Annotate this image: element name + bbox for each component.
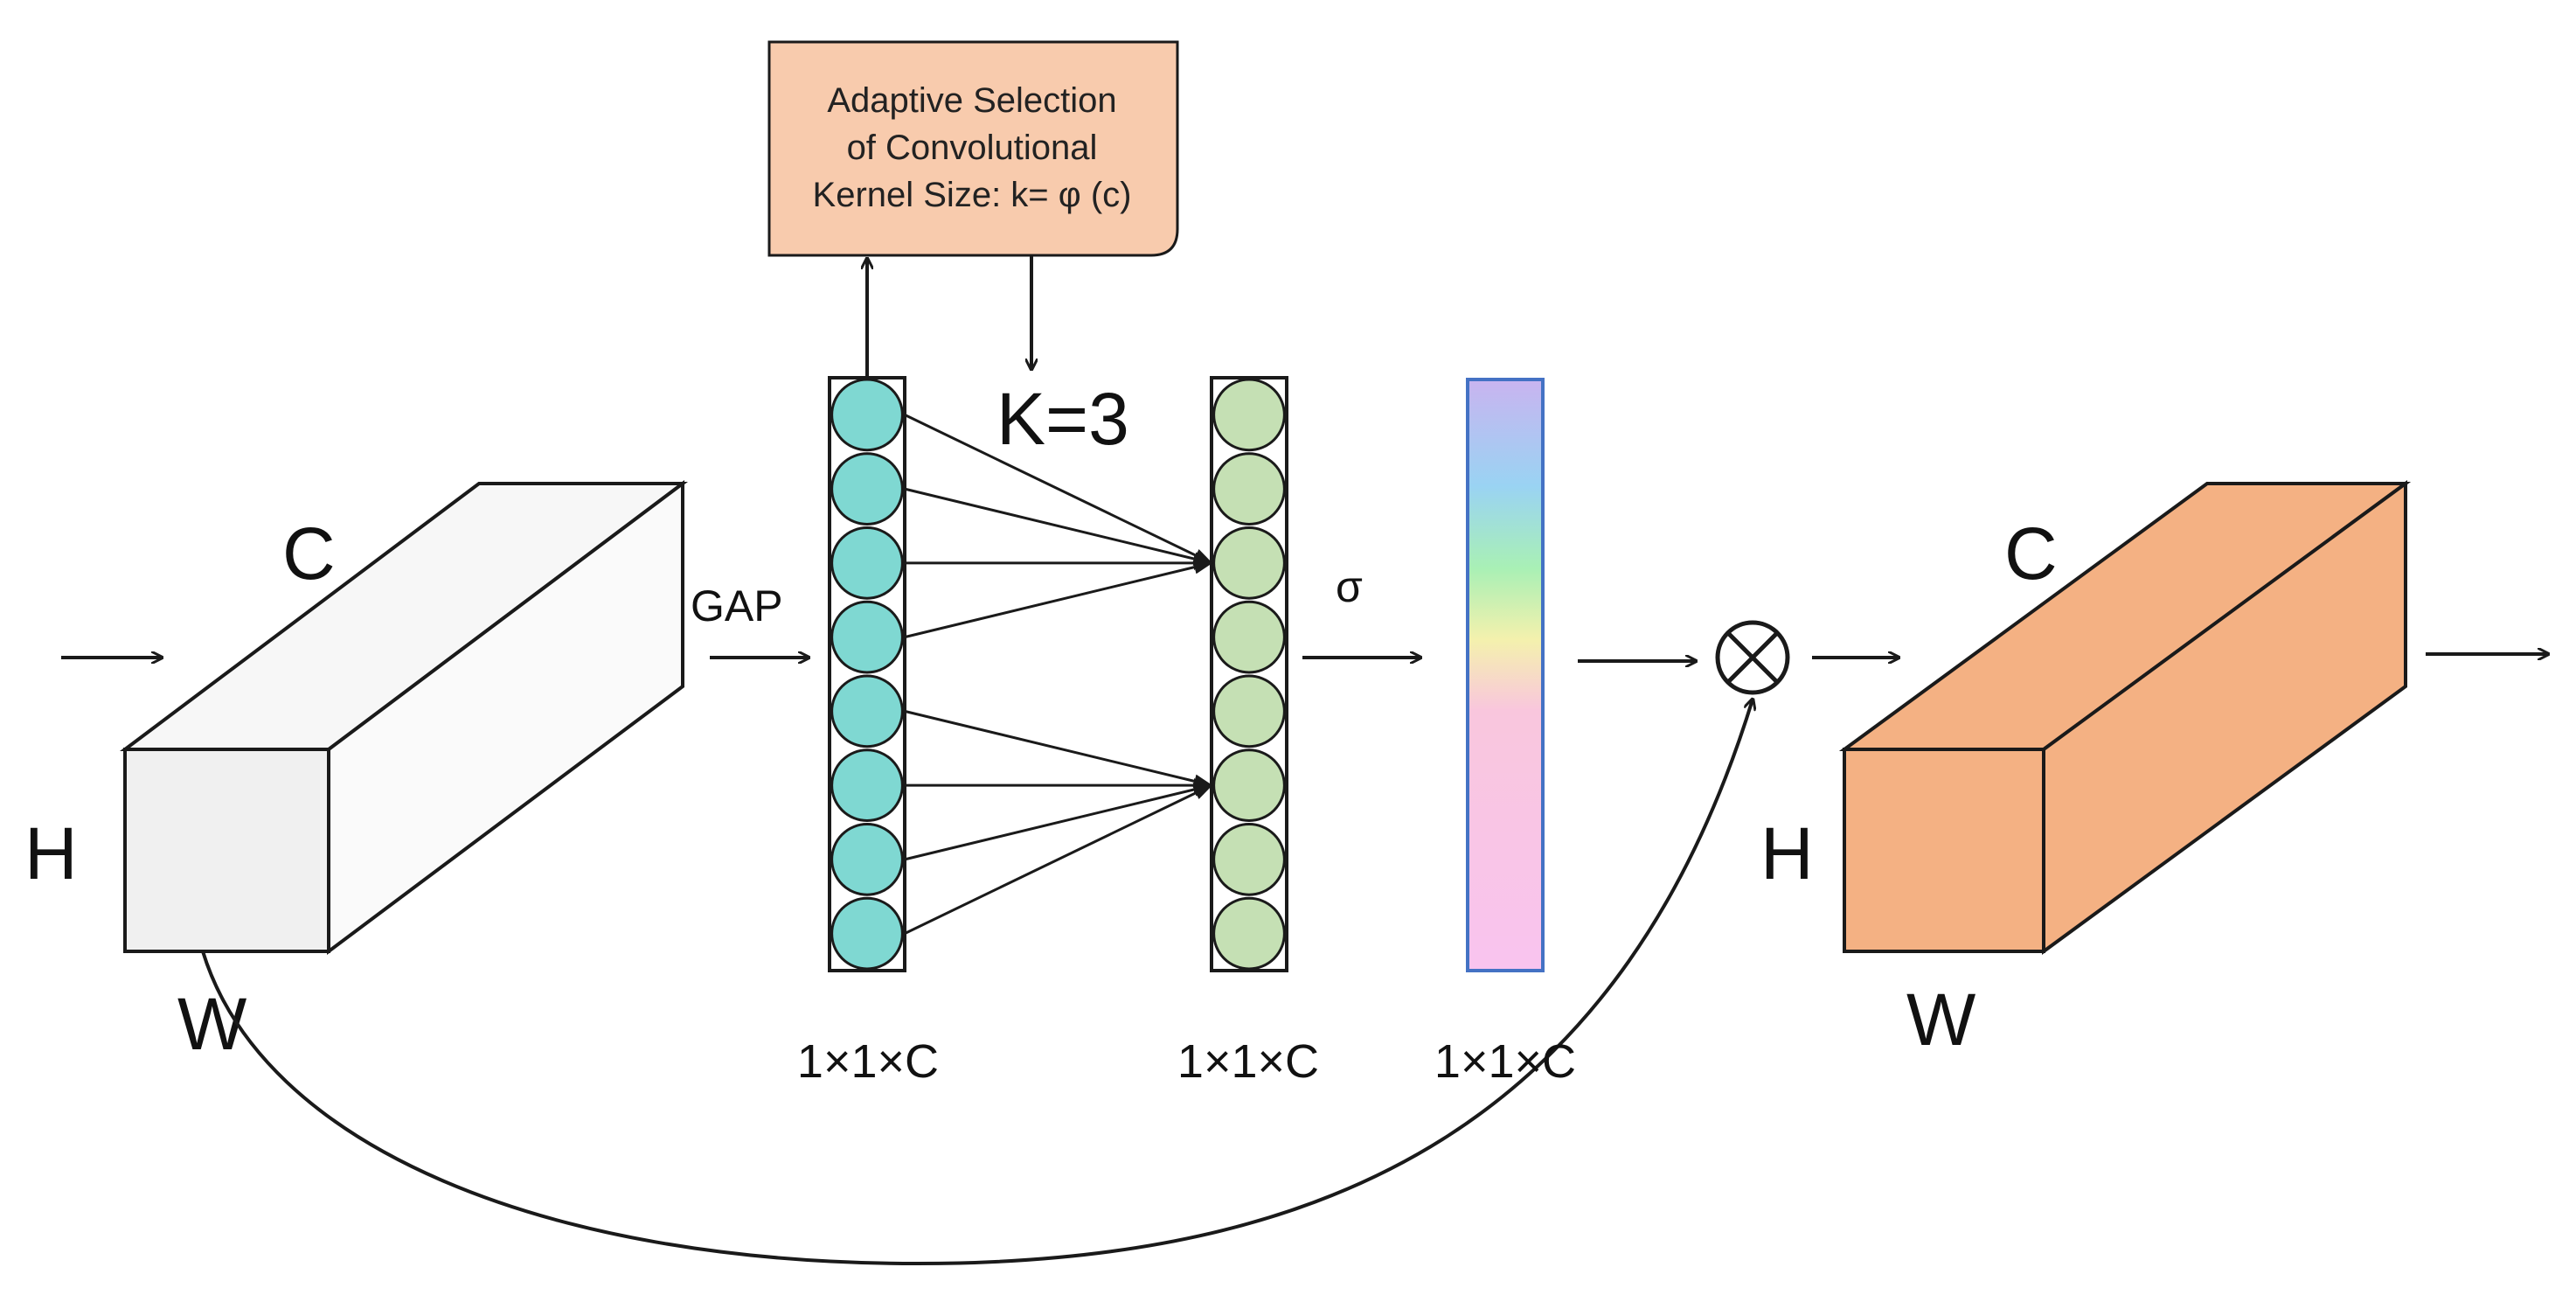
- conv-connection-2-3: [904, 783, 1213, 861]
- sigma-label: σ: [1336, 562, 1363, 611]
- gap-vector-cell-8: [830, 896, 904, 971]
- conv-vector-cell-2: [1212, 452, 1286, 526]
- output-tensor-front: [1843, 748, 2045, 953]
- selector-line-3: Kernel Size: k= φ (c): [813, 176, 1132, 214]
- conv-connection-1-1: [904, 414, 1213, 565]
- gap-vector-cell-2: [830, 452, 904, 526]
- conv-vector-cell-4: [1212, 600, 1286, 674]
- kernel-size-label: K=3: [996, 378, 1129, 460]
- conv-connection-1-4: [904, 560, 1213, 639]
- attention-bar-caption: 1×1×C: [1434, 1035, 1576, 1088]
- output-tensor: [1838, 480, 2412, 955]
- input-height-label: H: [24, 812, 78, 895]
- input-tensor: [120, 479, 688, 955]
- conv-vector: [1210, 376, 1288, 972]
- output-width-label: W: [1906, 978, 1975, 1061]
- conv-vector-cell-5: [1212, 674, 1286, 748]
- gap-vector-cell-6: [830, 748, 904, 822]
- conv-connection-2-4: [904, 783, 1213, 935]
- conv-vector-cells: [1212, 378, 1286, 971]
- multiply-operator: [1715, 620, 1790, 695]
- gap-vector-cell-4: [830, 600, 904, 674]
- gap-vector: [828, 376, 906, 972]
- conv-vector-caption: 1×1×C: [1177, 1035, 1319, 1088]
- conv1d-connections: [904, 414, 1213, 935]
- gap-vector-caption: 1×1×C: [797, 1035, 939, 1088]
- conv-vector-cell-3: [1212, 526, 1286, 600]
- input-channel-label: C: [282, 512, 336, 595]
- gap-vector-cell-3: [830, 526, 904, 600]
- gap-vector-cells: [830, 378, 904, 971]
- selector-line-1: Adaptive Selection: [827, 81, 1116, 120]
- selector-line-2: of Convolutional: [847, 129, 1098, 167]
- input-width-label: W: [177, 983, 246, 1065]
- selector-box: [767, 40, 1179, 257]
- skip-connection-curve: [201, 700, 1753, 1266]
- gap-label: GAP: [691, 581, 783, 630]
- output-channel-label: C: [2004, 512, 2058, 595]
- conv-vector-cell-8: [1212, 896, 1286, 971]
- conv-vector-cell-1: [1212, 378, 1286, 452]
- conv-connection-2-1: [904, 709, 1213, 789]
- kernel-size-selector: Adaptive Selection of Convolutional Kern…: [767, 40, 1179, 257]
- gap-vector-cell-7: [830, 823, 904, 896]
- conv-connection-1-2: [904, 487, 1213, 566]
- conv-vector-cell-6: [1212, 748, 1286, 822]
- gap-vector-cell-5: [830, 674, 904, 748]
- output-height-label: H: [1760, 812, 1814, 895]
- conv-vector-cell-7: [1212, 823, 1286, 896]
- gap-vector-cell-1: [830, 378, 904, 452]
- attention-weights-bar: [1466, 378, 1545, 972]
- multiply-cross-b: [1726, 631, 1779, 684]
- input-tensor-front: [123, 748, 330, 953]
